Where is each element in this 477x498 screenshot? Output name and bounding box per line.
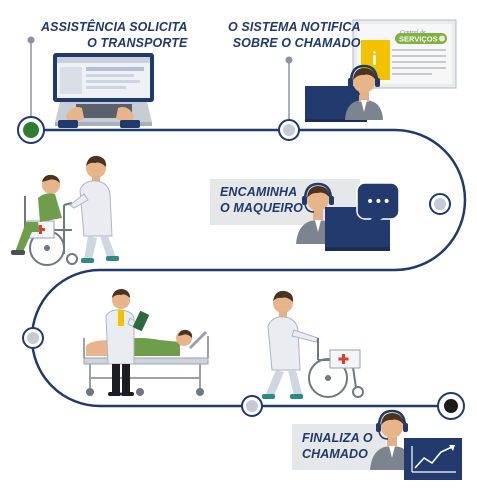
chat-bubble-icon: •••	[356, 182, 400, 229]
step-label-line: FINALIZA O	[302, 431, 373, 445]
chat-dots: •••	[366, 194, 391, 210]
path-node-2	[278, 119, 300, 141]
lying-patient-figure	[86, 329, 193, 356]
finaliza-label-bg	[292, 424, 386, 470]
chart-icon	[404, 438, 462, 480]
step-label-finaliza: FINALIZA O CHAMADO	[302, 430, 373, 462]
step-label-line: SOBRE O CHAMADO	[232, 36, 361, 50]
laptop-icon	[53, 53, 154, 128]
clipboard-icon	[132, 311, 150, 331]
step-label-line: ENCAMINHA	[220, 185, 298, 199]
operator-figure-4	[370, 409, 414, 470]
services-badge-text: SERVIÇOS	[399, 35, 438, 44]
step-label-sistema: O SISTEMA NOTIFICA SOBRE O CHAMADO	[228, 19, 361, 51]
empty-wheelchair-icon	[308, 338, 364, 398]
step-label-line: O MAQUEIRO	[220, 201, 303, 215]
orderly-figure-left	[69, 155, 119, 263]
patient-figure	[11, 174, 62, 255]
path-node-3	[429, 193, 451, 215]
step-label-line: O TRANSPORTE	[87, 36, 188, 50]
wheelchair-icon	[24, 196, 78, 266]
step-label-encaminha: ENCAMINHA O MAQUEIRO	[220, 184, 303, 216]
step-label-line: ASSISTÊNCIA SOLICITA	[41, 20, 188, 34]
step1-connector-dot	[27, 36, 35, 44]
doctor-figure	[105, 289, 150, 396]
headset-operator-icon	[345, 64, 383, 120]
path-node-4	[22, 327, 44, 349]
services-badge	[395, 33, 447, 44]
process-path	[30, 128, 467, 408]
step-label-assistencia: ASSISTÊNCIA SOLICITA O TRANSPORTE	[41, 19, 187, 51]
end-node	[437, 392, 465, 420]
info-glyph: i	[372, 49, 377, 69]
step-label-line: O SISTEMA NOTIFICA	[228, 20, 361, 34]
step2-connector-dot	[285, 56, 293, 64]
step-label-line: CHAMADO	[302, 447, 368, 461]
notification-document-icon: Central de SERVIÇOS i	[352, 19, 457, 92]
path-node-5	[241, 395, 263, 417]
start-node	[17, 116, 45, 144]
orderly-figure-right	[262, 290, 319, 399]
stretcher-bed-icon	[83, 330, 209, 396]
